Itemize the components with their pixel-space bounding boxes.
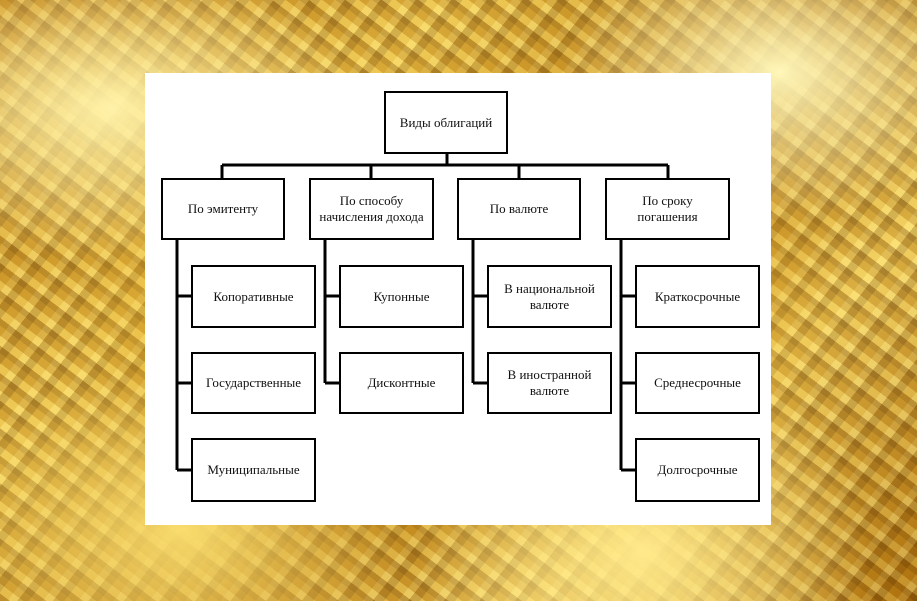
item-node: Купонные	[339, 265, 464, 328]
item-label: Купонные	[373, 288, 430, 304]
item-label: Копоративные	[213, 288, 294, 304]
item-label: Дисконтные	[367, 375, 436, 390]
item-label: Краткосрочные	[654, 288, 741, 304]
category-node-income-method: По способу начисления дохода	[309, 178, 434, 240]
category-node-currency: По валюте	[457, 178, 581, 240]
item-label: Долгосрочные	[657, 462, 738, 477]
item-node: Государственные	[191, 352, 316, 414]
item-node: Среднесрочные	[635, 352, 760, 414]
item-node: Муниципальные	[191, 438, 316, 502]
item-node: Краткосрочные	[635, 265, 760, 328]
category-label: По сроку погашения	[637, 193, 698, 224]
item-node: В иностранной валюте	[487, 352, 612, 414]
root-label: Виды облигаций	[399, 114, 493, 130]
category-node-maturity: По сроку погашения	[605, 178, 730, 240]
item-node: Дисконтные	[339, 352, 464, 414]
category-node-issuer: По эмитенту	[161, 178, 285, 240]
category-label: По эмитенту	[187, 201, 259, 216]
category-label: По валюте	[489, 201, 549, 216]
root-node: Виды облигаций	[384, 91, 508, 154]
item-label: В национальной валюте	[504, 280, 595, 312]
item-node: Долгосрочные	[635, 438, 760, 502]
item-node: В национальной валюте	[487, 265, 612, 328]
item-label: Среднесрочные	[654, 375, 741, 390]
item-label: Муниципальные	[207, 462, 300, 477]
item-label: Государственные	[205, 375, 302, 390]
item-label: В иностранной валюте	[507, 367, 592, 398]
item-node: Копоративные	[191, 265, 316, 328]
category-label: По способу начисления дохода	[319, 193, 424, 224]
